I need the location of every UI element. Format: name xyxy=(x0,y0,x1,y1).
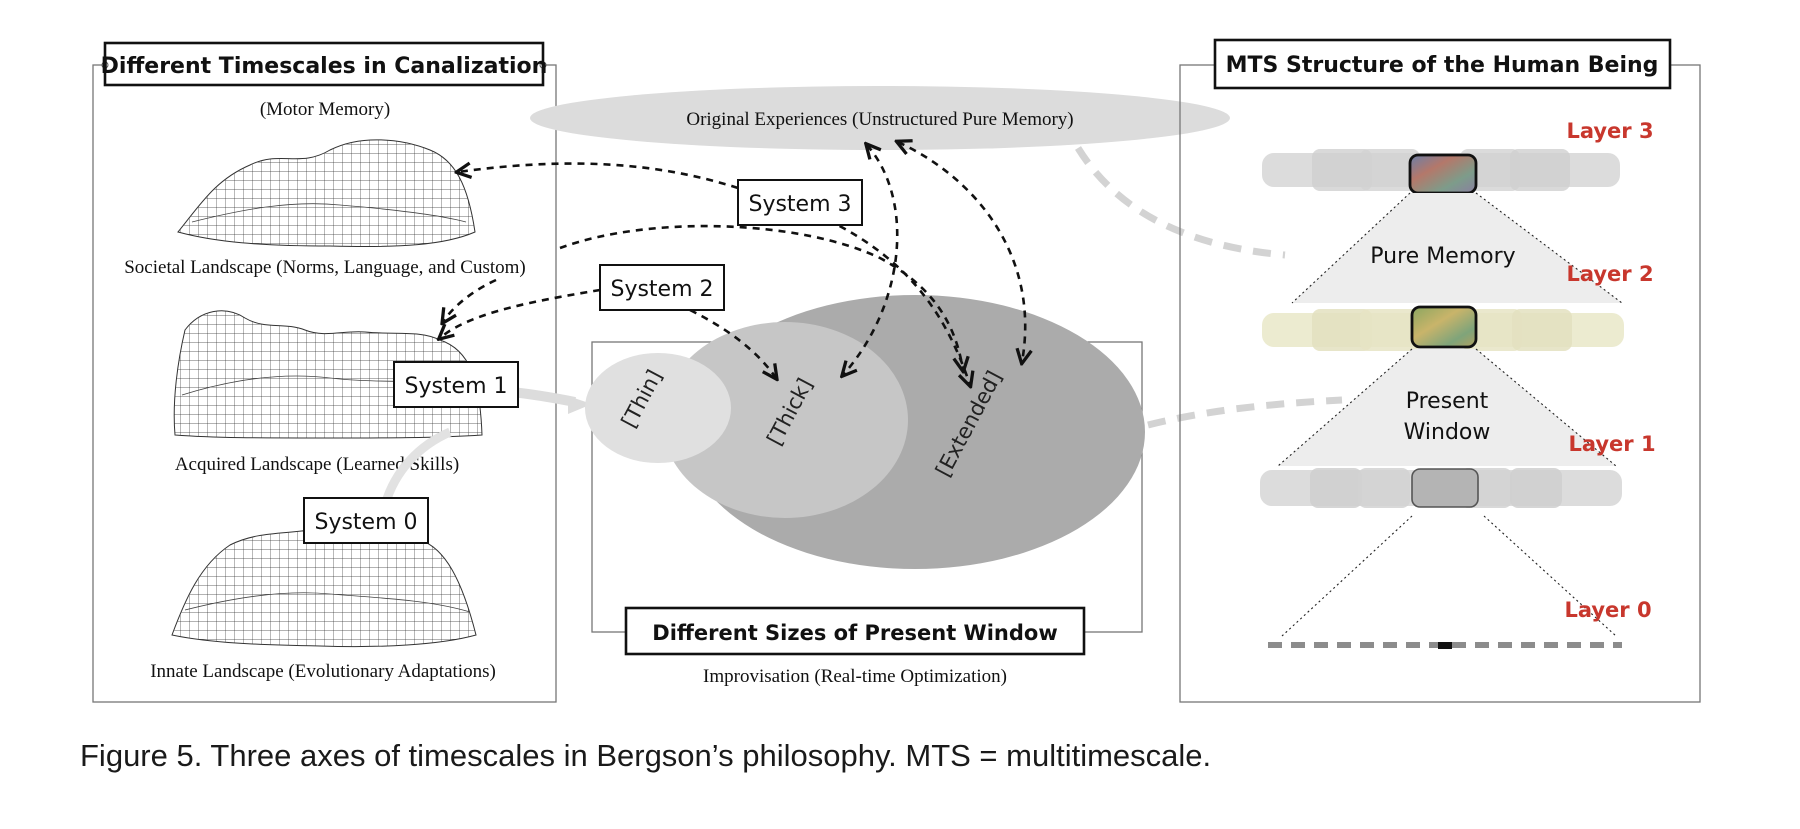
layer-0-label: Layer 0 xyxy=(1564,598,1651,622)
innate-landscape-label: Innate Landscape (Evolutionary Adaptatio… xyxy=(150,661,496,682)
layer-1-active-tile xyxy=(1411,468,1479,508)
layer-0-active-tick xyxy=(1438,642,1452,649)
innate-landscape-mesh xyxy=(171,525,477,648)
original-to-extended-arrow xyxy=(898,142,1025,362)
original-to-pure-memory-connector xyxy=(1075,146,1286,259)
original-experiences-ellipse xyxy=(530,86,1230,150)
system-3-box: System 3 xyxy=(737,179,863,226)
system-2-label: System 2 xyxy=(610,277,713,302)
right-panel-title: MTS Structure of the Human Being xyxy=(1226,53,1659,78)
pure-memory-label: Pure Memory xyxy=(1370,244,1515,269)
motor-memory-label: (Motor Memory) xyxy=(260,99,390,120)
right-panel: MTS Structure of the Human Being Layer 3… xyxy=(1179,38,1701,703)
layer-3-active-tile xyxy=(1408,153,1478,195)
system2-to-acquired-arrow-lower xyxy=(443,278,497,322)
layer-1-strip xyxy=(1260,468,1622,508)
pure-memory-cone xyxy=(1292,193,1622,303)
system-1-label: System 1 xyxy=(404,374,507,399)
improvisation-label: Improvisation (Real-time Optimization) xyxy=(703,666,1007,687)
system0-to-system1-connector xyxy=(380,427,452,507)
system2-to-acquired-arrow-upper xyxy=(440,288,601,338)
system-1-box: System 1 xyxy=(393,361,519,408)
acquired-landscape-label: Acquired Landscape (Learned Skills) xyxy=(175,454,459,475)
figure-caption: Figure 5. Three axes of timescales in Be… xyxy=(80,738,1212,773)
thin-window-ellipse xyxy=(585,353,731,463)
present-window-title-box xyxy=(624,606,1086,656)
present-window-title: Different Sizes of Present Window xyxy=(652,621,1057,645)
layer-0-strip xyxy=(1268,642,1622,649)
original-to-thick-arrow xyxy=(843,145,899,375)
right-panel-title-box xyxy=(1213,38,1672,90)
window-to-present-window-connector xyxy=(1147,396,1343,429)
system3-to-societal-arrow xyxy=(458,164,739,190)
societal-landscape-mesh xyxy=(177,139,476,248)
layer-2-label: Layer 2 xyxy=(1566,262,1653,286)
present-window-label-line1: Present xyxy=(1406,389,1489,414)
societal-landscape-label: Societal Landscape (Norms, Language, and… xyxy=(124,257,526,278)
system-0-label: System 0 xyxy=(314,510,417,535)
layer-2-active-tile xyxy=(1410,305,1478,349)
layer-3-label: Layer 3 xyxy=(1566,119,1653,143)
system-2-box: System 2 xyxy=(599,264,725,311)
layer-1-label: Layer 1 xyxy=(1568,432,1655,456)
system-3-label: System 3 xyxy=(748,192,851,217)
original-experiences-label: Original Experiences (Unstructured Pure … xyxy=(686,109,1073,130)
system2-to-thick-arrow xyxy=(689,308,776,378)
layer-3-strip xyxy=(1262,149,1620,195)
system-0-box: System 0 xyxy=(303,497,429,544)
layer-2-strip xyxy=(1262,305,1624,351)
middle-panel: Original Experiences (Unstructured Pure … xyxy=(530,86,1230,687)
present-window-label-line2: Window xyxy=(1404,420,1491,445)
left-panel-title: Different Timescales in Canalization xyxy=(101,54,548,79)
present-window-cone xyxy=(1278,349,1616,466)
dashed-arrows xyxy=(440,142,1025,385)
